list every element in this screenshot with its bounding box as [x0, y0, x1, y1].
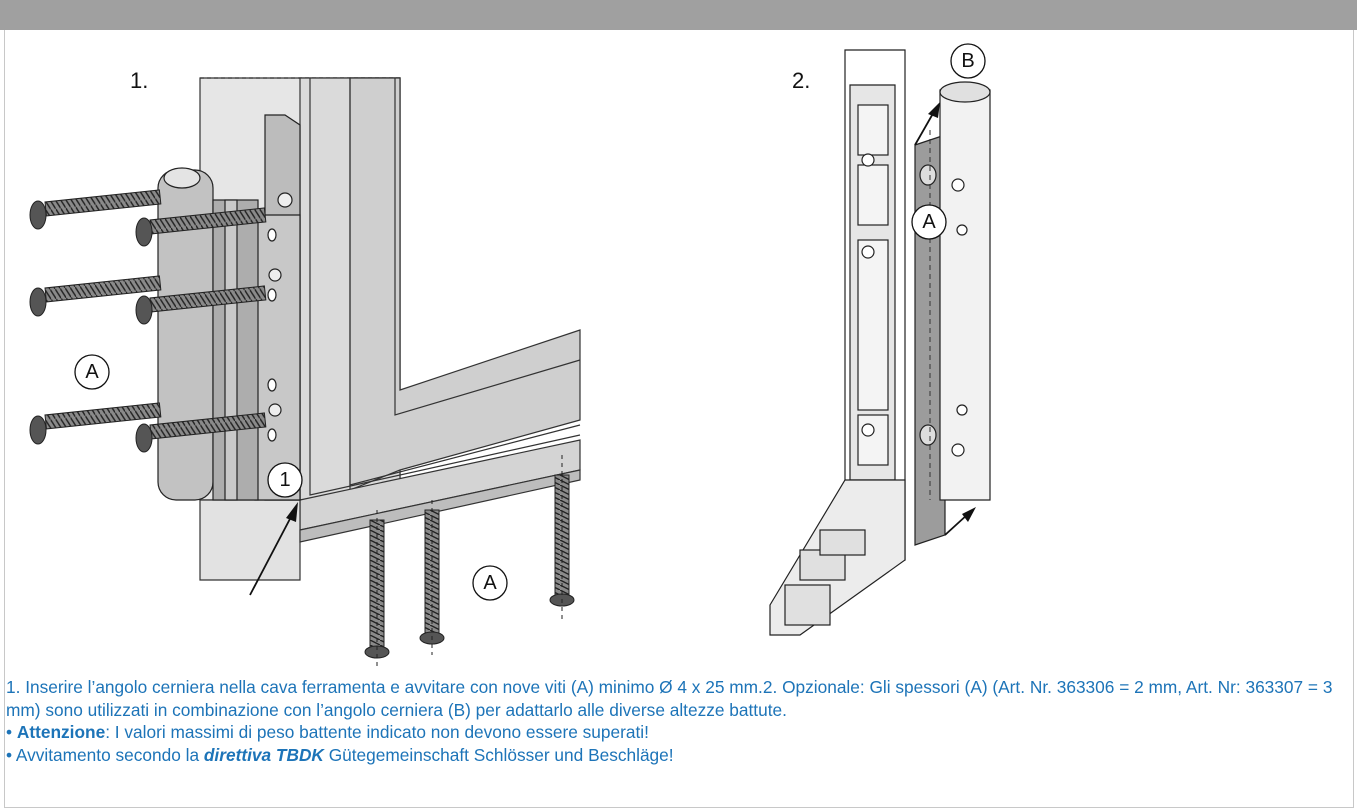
callout-a-spacer: A: [911, 204, 947, 240]
svg-text:A: A: [85, 361, 99, 383]
frame-screws-bottom: [364, 455, 575, 670]
instructions-text: 1. Inserire l’angolo cerniera nella cava…: [6, 676, 1346, 766]
frame-screws-left: [29, 189, 267, 453]
callout-a-screws-left: A: [74, 354, 110, 390]
svg-text:A: A: [483, 572, 497, 594]
callout-a-screws-bottom: A: [472, 565, 508, 601]
svg-text:A: A: [922, 211, 936, 233]
insertion-arrow: [249, 502, 298, 596]
hinge-corner-profile: [769, 49, 906, 636]
tbdk-guideline-label: direttiva TBDK: [203, 744, 324, 765]
hinge-barrel: [157, 167, 259, 501]
attention-line: • Attenzione: I valori massimi di peso b…: [6, 722, 649, 742]
callout-b-hinge-corner: B: [950, 43, 986, 79]
svg-text:B: B: [961, 50, 974, 72]
instructions-paragraph: 1. Inserire l’angolo cerniera nella cava…: [6, 677, 1333, 720]
screw-guideline-line: • Avvitamento secondo la direttiva TBDK …: [6, 744, 674, 765]
hinge-corner-piece-b: [939, 81, 991, 501]
svg-text:1: 1: [279, 469, 290, 491]
hinge-corner-piece: [254, 114, 301, 501]
step-1-label: 1.: [130, 68, 148, 93]
installation-illustration: 1.: [29, 43, 991, 670]
attention-label: Attenzione: [16, 722, 106, 742]
callout-1-hinge-corner: 1: [267, 462, 303, 498]
step-2-label: 2.: [792, 68, 810, 93]
mount-arrows: [914, 102, 976, 536]
header-bar: [0, 0, 1357, 30]
